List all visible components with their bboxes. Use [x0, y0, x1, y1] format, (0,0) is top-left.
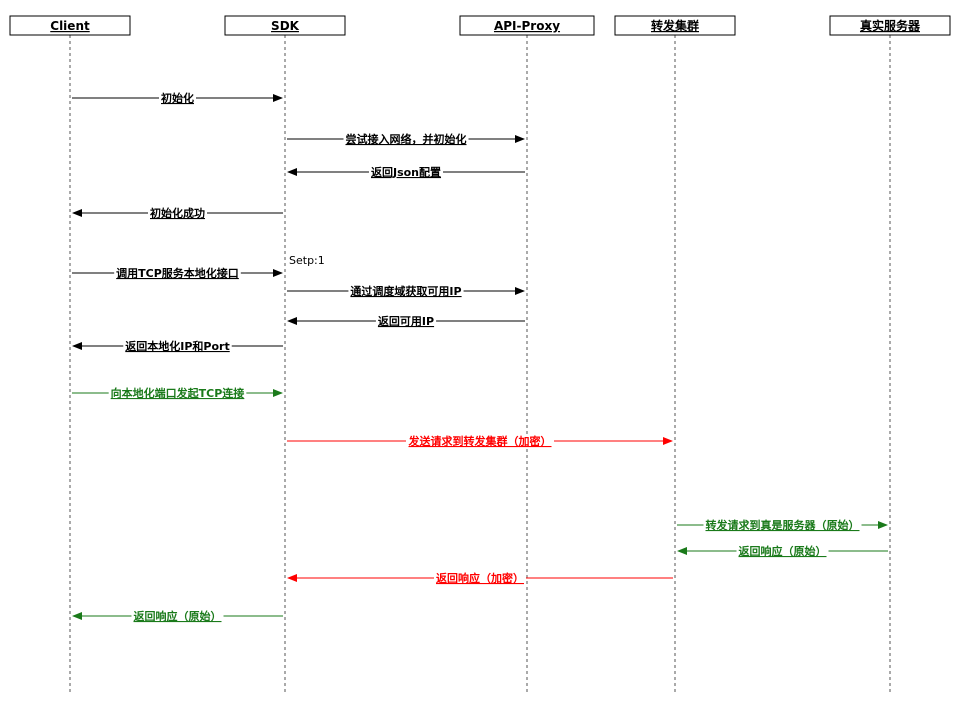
- message-label: 返回响应（加密）: [436, 571, 524, 585]
- messages: 初始化尝试接入网络，并初始化返回Json配置初始化成功调用TCP服务本地化接口通…: [72, 91, 888, 623]
- message-label-background: [406, 434, 554, 447]
- participant-label: 转发集群: [651, 18, 699, 33]
- message-10: 发送请求到转发集群（加密）: [287, 434, 673, 448]
- message-label: 返回响应（原始）: [739, 544, 827, 558]
- message-label: 初始化: [161, 91, 194, 105]
- participant-box: [614, 15, 736, 36]
- message-label: 通过调度域获取可用IP: [350, 284, 461, 298]
- lifelines: [69, 35, 891, 693]
- message-label: 向本地化端口发起TCP连接: [111, 386, 245, 400]
- message-label: 返回可用IP: [378, 314, 434, 328]
- message-12: 返回响应（原始）: [677, 544, 888, 558]
- participant-client: Client: [9, 15, 131, 36]
- participant-box: [9, 15, 131, 36]
- participant-api-proxy: API-Proxy: [459, 15, 595, 36]
- message-label-background: [368, 165, 444, 178]
- message-14: 返回响应（原始）: [72, 609, 283, 623]
- participant-label: SDK: [271, 19, 300, 33]
- message-label: 返回Json配置: [371, 165, 441, 179]
- message-13: 返回响应（加密）: [287, 571, 673, 585]
- message-label-background: [108, 386, 247, 399]
- message-2: 尝试接入网络，并初始化: [287, 132, 525, 146]
- message-label: 转发请求到真是服务器（原始）: [706, 518, 860, 532]
- participant-label: API-Proxy: [494, 19, 560, 33]
- participants: Client SDK API-Proxy 转发集群 真实服务器: [9, 15, 951, 36]
- participant-real-server: 真实服务器: [829, 15, 951, 36]
- message-3: 返回Json配置: [287, 165, 525, 179]
- message-label-background: [123, 339, 232, 352]
- message-1: 初始化: [72, 91, 283, 105]
- message-label-background: [736, 544, 829, 557]
- message-label-background: [159, 91, 196, 104]
- message-label: 调用TCP服务本地化接口: [116, 266, 239, 280]
- participant-label: Client: [50, 19, 90, 33]
- message-5: 调用TCP服务本地化接口: [72, 266, 283, 280]
- participant-box: [829, 15, 951, 36]
- participant-label: 真实服务器: [860, 18, 921, 33]
- participant-box: [224, 15, 346, 36]
- message-6: 通过调度域获取可用IP: [287, 284, 525, 298]
- message-label: 尝试接入网络，并初始化: [346, 132, 467, 146]
- message-label-background: [148, 206, 207, 219]
- message-label-background: [348, 284, 464, 297]
- message-label-background: [131, 609, 224, 622]
- message-7: 返回可用IP: [287, 314, 525, 328]
- message-label: 初始化成功: [150, 206, 205, 220]
- participant-sdk: SDK: [224, 15, 346, 36]
- message-label-background: [703, 518, 862, 531]
- message-label: 返回响应（原始）: [134, 609, 222, 623]
- message-label-background: [343, 132, 469, 145]
- message-8: 返回本地化IP和Port: [72, 339, 283, 353]
- message-label: 返回本地化IP和Port: [125, 339, 229, 353]
- message-label-background: [434, 571, 526, 584]
- message-11: 转发请求到真是服务器（原始）: [677, 518, 888, 532]
- participant-forward-cluster: 转发集群: [614, 15, 736, 36]
- message-9: 向本地化端口发起TCP连接: [72, 386, 283, 400]
- participant-box: [459, 15, 595, 36]
- message-label-background: [114, 266, 241, 279]
- message-4: 初始化成功: [72, 206, 283, 220]
- message-label-background: [375, 314, 437, 327]
- message-label: 发送请求到转发集群（加密）: [408, 434, 552, 448]
- step-note: Setp:1: [289, 254, 325, 267]
